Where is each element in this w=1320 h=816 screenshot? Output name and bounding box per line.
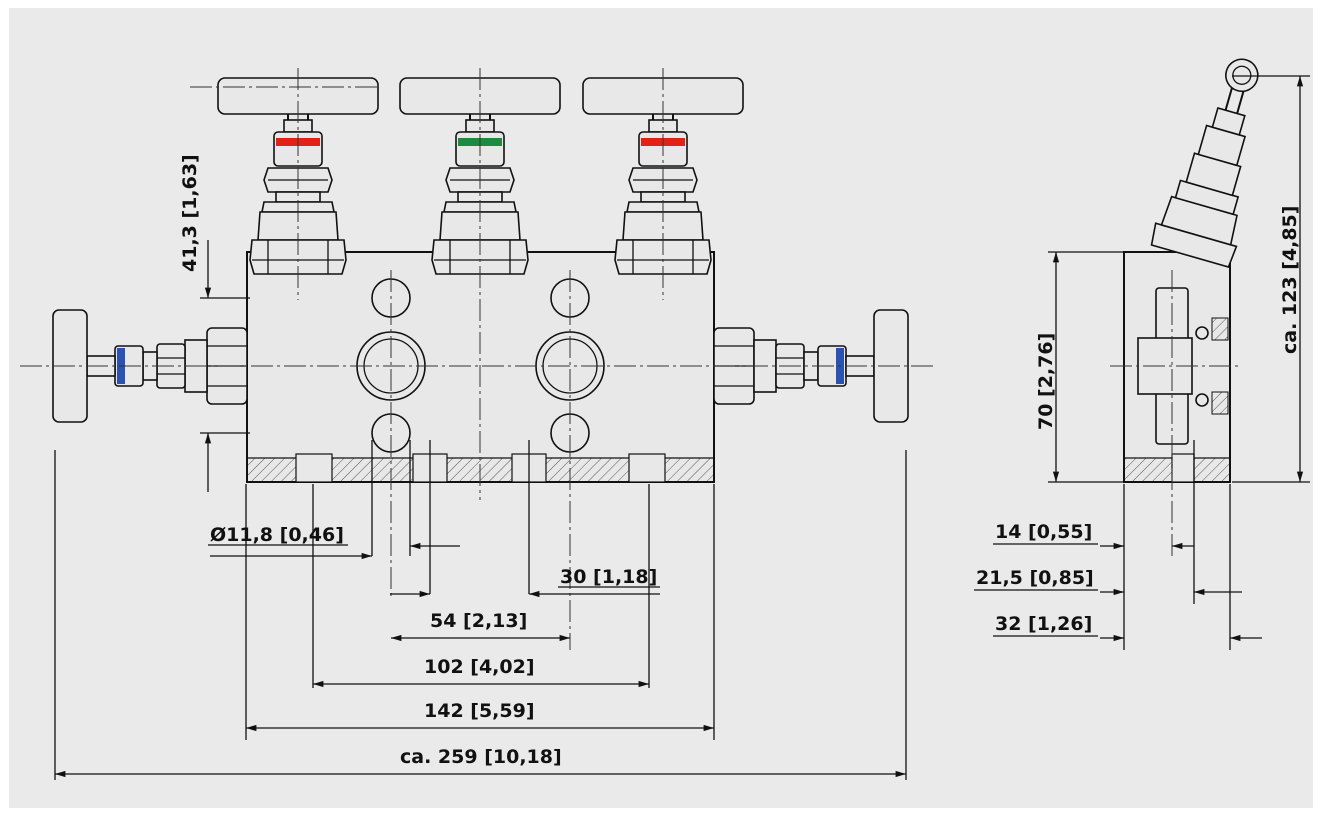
dim-123: ca. 123 [4,85] (1279, 206, 1301, 354)
dim-102: 102 [4,02] (424, 656, 535, 678)
dim-259: ca. 259 [10,18] (400, 746, 562, 768)
dim-30: 30 [1,18] (560, 566, 657, 588)
valve-side-left (52, 309, 248, 423)
valve-side-view (1150, 58, 1259, 268)
dim-70: 70 [2,76] (1035, 333, 1057, 430)
dim-hole-diameter: Ø11,8 [0,46] (210, 524, 344, 546)
dim-21-5: 21,5 [0,85] (976, 567, 1094, 589)
dim-54: 54 [2,13] (430, 610, 527, 632)
dim-14: 14 [0,55] (995, 521, 1092, 543)
dim-142: 142 [5,59] (424, 700, 535, 722)
dim-41-3: 41,3 [1,63] (179, 154, 201, 272)
dim-32: 32 [1,26] (995, 613, 1092, 635)
